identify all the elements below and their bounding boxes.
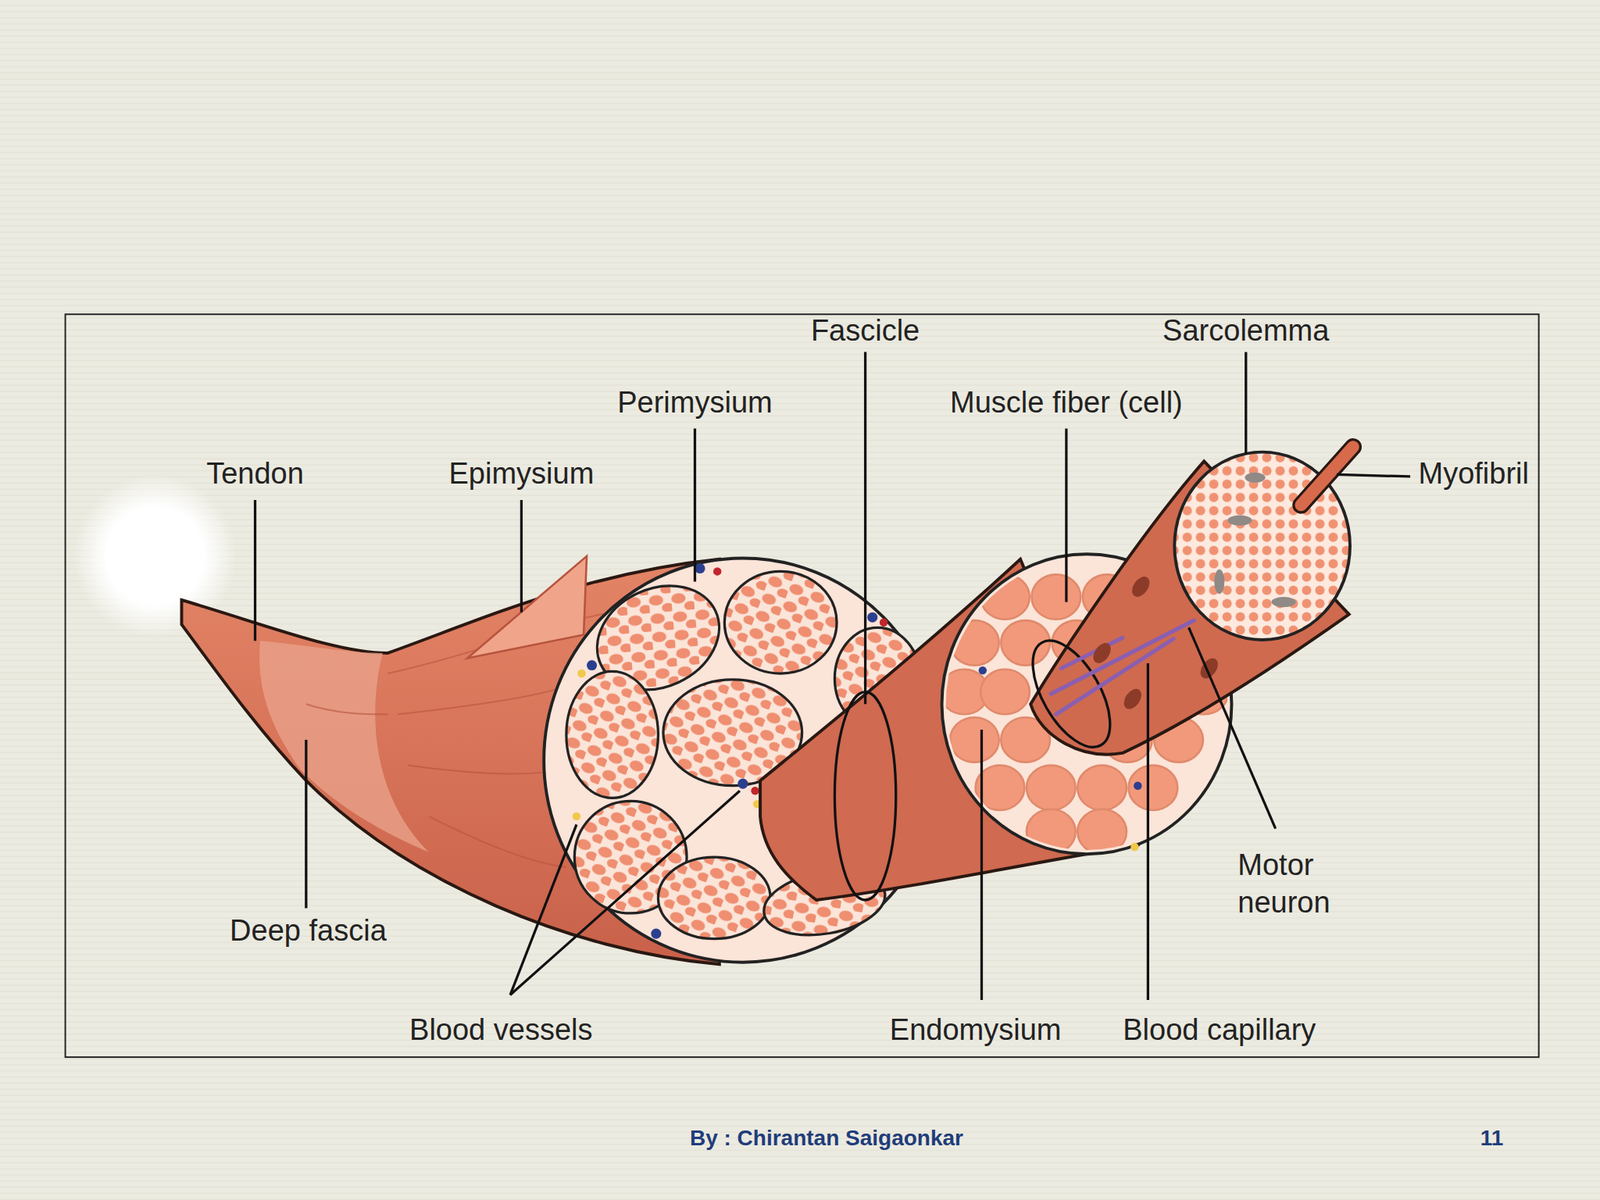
leader-line xyxy=(510,790,740,995)
striation xyxy=(407,765,556,775)
part-label: Blood capillary xyxy=(1122,1011,1316,1050)
nucleus xyxy=(1128,573,1154,600)
mitochondrion xyxy=(1271,596,1296,608)
leader-line xyxy=(1244,352,1247,455)
vein xyxy=(867,612,878,623)
fiber-section xyxy=(1077,765,1127,811)
deep-fascia xyxy=(259,640,429,852)
leader-line xyxy=(1064,428,1068,603)
fascicle xyxy=(724,571,837,674)
fiber-section xyxy=(1026,809,1076,854)
part-label: Endomysium xyxy=(889,1011,1062,1050)
nerve xyxy=(572,812,581,821)
fiber-section xyxy=(1077,809,1127,854)
fiber-section xyxy=(950,717,1000,762)
part-label: Motor neuron xyxy=(1237,846,1371,922)
leader-lines xyxy=(255,352,1411,1000)
striation xyxy=(428,816,567,868)
mitochondrion xyxy=(1244,472,1265,483)
part-label: Sarcolemma xyxy=(1162,313,1329,351)
fascicle xyxy=(566,671,659,798)
capillary xyxy=(1050,620,1194,694)
leader-line xyxy=(693,428,697,583)
part-label: Deep fascia xyxy=(229,913,387,951)
striation xyxy=(397,683,572,715)
myofibril xyxy=(1300,446,1354,505)
part-label: Myofibril xyxy=(1418,456,1529,494)
part-label: Blood vessels xyxy=(409,1011,593,1050)
nerve-dot xyxy=(1130,842,1139,851)
mitochondrion xyxy=(1227,515,1252,526)
nucleus xyxy=(1089,639,1115,667)
myofibril-outline xyxy=(1300,446,1354,505)
leader-line xyxy=(253,500,257,641)
mitochondria xyxy=(1214,472,1296,608)
epimysium-flap xyxy=(467,556,587,659)
fiber-section xyxy=(1026,765,1076,811)
fiber-section xyxy=(980,574,1030,619)
capillary xyxy=(1060,637,1122,668)
footer-author: By : Chirantan Saigaonkar xyxy=(689,1124,964,1152)
part-label: Fascicle xyxy=(810,313,920,351)
part-label: Muscle fiber (cell) xyxy=(950,384,1183,422)
fiber-section xyxy=(950,620,1000,665)
vein xyxy=(737,778,748,790)
leader-line xyxy=(1189,627,1276,829)
capillary-dot xyxy=(978,666,987,675)
endomysium-ring xyxy=(1017,628,1126,760)
fiber-section xyxy=(980,669,1030,715)
leader-line xyxy=(1146,663,1150,1000)
fiber-section xyxy=(1128,765,1179,811)
striation xyxy=(306,703,388,715)
capillaries xyxy=(1050,620,1194,715)
perimysium-ring xyxy=(834,692,896,900)
fiber-section xyxy=(1031,574,1081,619)
vein xyxy=(650,928,661,940)
leader-line xyxy=(864,352,867,705)
fascicle xyxy=(657,857,771,939)
artery xyxy=(750,786,759,795)
part-label: Perimysium xyxy=(617,384,772,422)
vein xyxy=(694,563,705,574)
capillary-dot xyxy=(1133,781,1142,790)
leader-line xyxy=(520,500,523,613)
vein xyxy=(586,660,597,671)
nucleus xyxy=(1120,685,1145,713)
part-label: Tendon xyxy=(206,456,304,494)
capillary xyxy=(1056,639,1174,715)
leader-line xyxy=(510,824,577,995)
part-label: Epimysium xyxy=(449,456,595,494)
mitochondrion xyxy=(1214,569,1225,594)
page-number: 11 xyxy=(1480,1124,1504,1152)
leader-line xyxy=(980,729,983,1000)
leader-line xyxy=(304,739,308,909)
frame xyxy=(65,314,1540,1058)
artery xyxy=(713,567,722,575)
nerve xyxy=(577,669,586,678)
leader-line xyxy=(1336,474,1411,477)
artery xyxy=(879,618,888,627)
